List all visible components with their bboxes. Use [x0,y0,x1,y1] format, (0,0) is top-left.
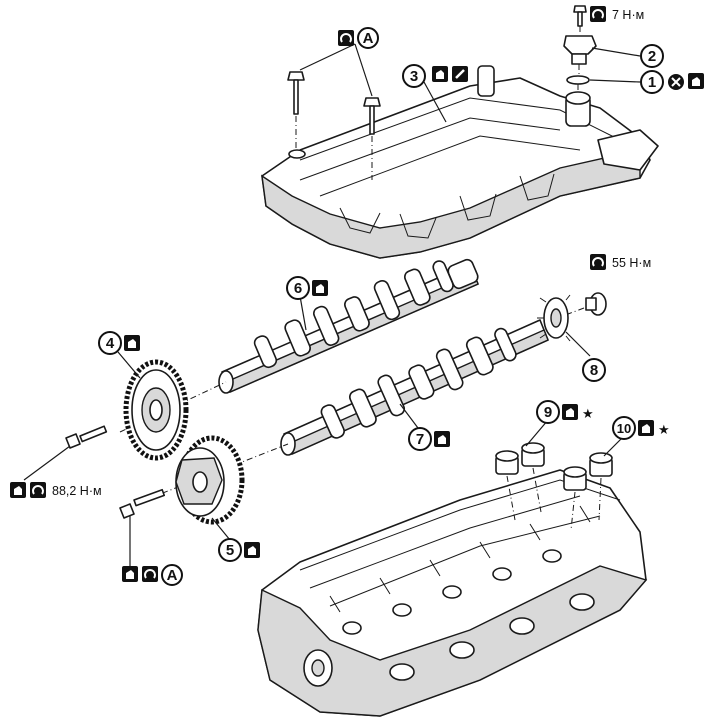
sprocket-lower-bolt [119,488,166,519]
lifter-axis-2 [532,467,542,513]
svg-text:1: 1 [648,74,656,91]
svg-text:6: 6 [294,280,302,297]
sprocket-bolt [65,425,108,449]
callout-7: 7 [408,427,432,451]
leader-lines [23,43,641,566]
callout-3: 3 [402,64,426,88]
callout-10: 10 [612,416,636,440]
lubricate-icon-10 [638,420,654,436]
sprocket-upper [123,359,189,461]
torque-icon-pulley-bolt [30,482,46,498]
svg-text:7: 7 [416,431,424,448]
lubricate-icon-vvt-bolt [122,566,138,582]
svg-text:9: 9 [544,404,552,421]
callout-2: 2 [640,44,664,68]
letter-a-bottom: A [161,564,183,586]
replace-icon [668,74,684,90]
lubricate-icon-7 [434,431,450,447]
sensor [563,35,597,76]
camshaft-lower [280,319,549,456]
lifter-axis-3 [570,491,576,531]
cylinder-head [257,469,648,717]
svg-text:A: A [363,30,374,47]
svg-text:3: 3 [410,68,418,85]
callout-6: 6 [286,276,310,300]
sprocket-lower [175,435,245,525]
torque-icon-sensor [590,6,606,22]
torque-pulley-value: 88,2 Н·м [52,484,102,498]
lubricate-icon-9 [562,404,578,420]
svg-text:10: 10 [617,421,631,436]
callout-8: 8 [582,358,606,382]
o-ring [566,75,590,92]
bracket-bolt-left [287,71,305,150]
callout-1: 1 [640,70,664,94]
lubricate-icon-pulley-bolt [10,482,26,498]
lifter-axis-1 [506,475,516,521]
callout-9: 9 [536,400,560,424]
bracket-bolt-right [363,97,381,180]
camshaft-upper [218,258,479,394]
lifters-9 [495,442,545,475]
callout-5: 5 [218,538,242,562]
torque-icon-vvt-bolt [142,566,158,582]
svg-text:8: 8 [590,362,598,379]
torque-icon-bracket [338,30,354,46]
star-9: ★ [582,407,594,422]
signal-plate [537,294,571,342]
lubricate-icon-3 [432,66,448,82]
letter-a-top: A [357,27,379,49]
svg-text:A: A [167,567,178,584]
lubricate-icon-5 [244,542,260,558]
lifter-axis-4 [598,477,602,521]
lubricate-icon-1 [688,73,704,89]
lubricate-icon-4 [124,335,140,351]
torque-rotor-value: 55 Н·м [612,256,651,270]
svg-text:5: 5 [226,542,234,559]
sensor-bolt [573,5,587,34]
rotor-bolt [567,292,607,316]
star-10: ★ [658,423,670,438]
torque-icon-rotor [590,254,606,270]
sealant-icon-3 [452,66,468,82]
svg-text:4: 4 [106,335,115,352]
camshaft-bracket [261,65,659,259]
lifters-10 [563,452,613,491]
torque-sensor-value: 7 Н·м [612,8,644,22]
callout-4: 4 [98,331,122,355]
svg-text:2: 2 [648,48,656,65]
lubricate-icon-6 [312,280,328,296]
